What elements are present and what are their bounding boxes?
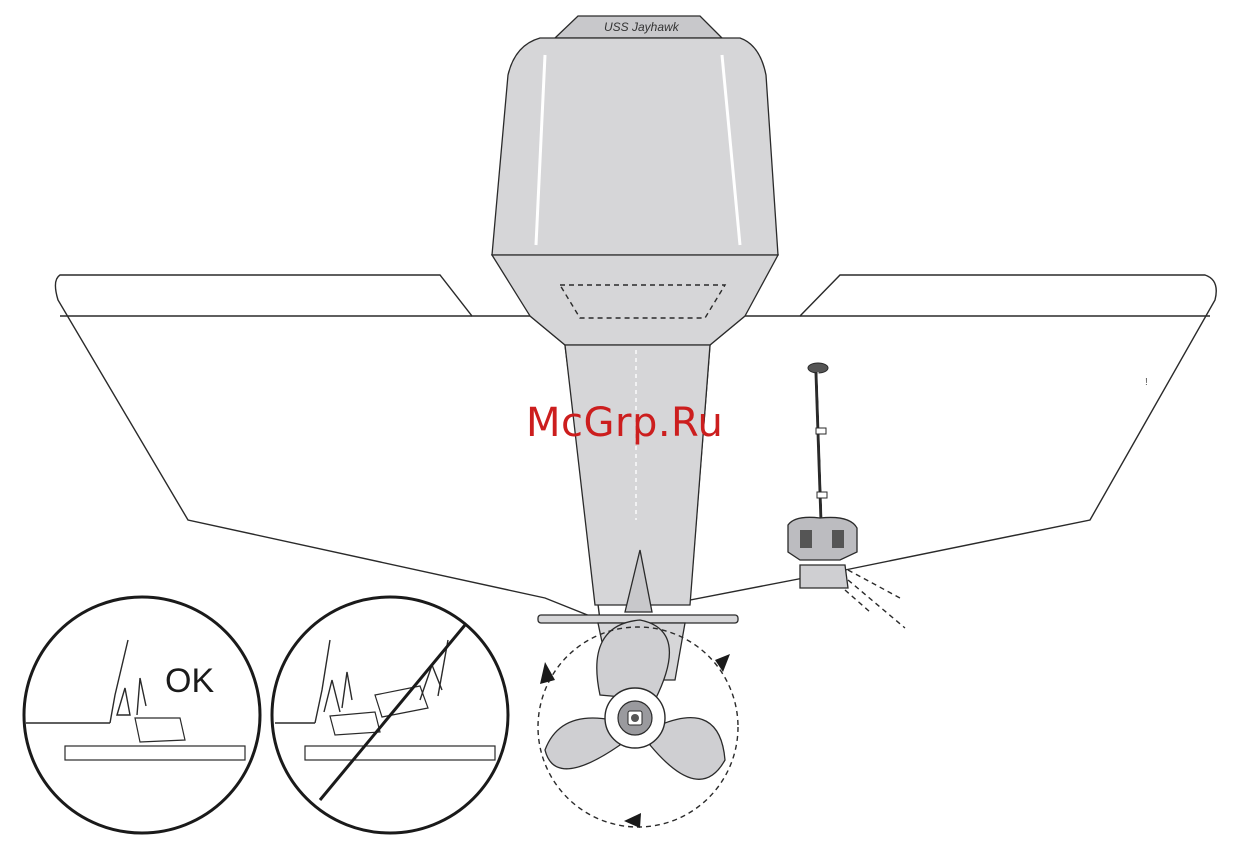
motor-brand-label: USS Jayhawk xyxy=(604,20,680,34)
prohibited-mount-icon xyxy=(272,597,508,833)
propeller xyxy=(545,620,725,779)
correct-mount-icon: OK xyxy=(24,597,260,833)
hull-mark: ! xyxy=(1145,377,1148,388)
watermark-text: McGrp.Ru xyxy=(526,400,723,446)
ok-label: OK xyxy=(165,662,214,700)
